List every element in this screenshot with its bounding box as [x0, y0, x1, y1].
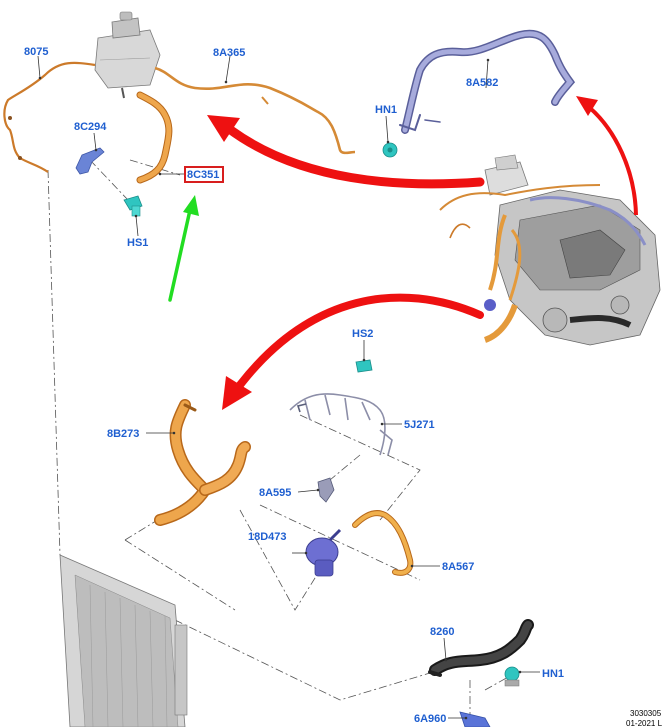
radiator [59, 554, 188, 727]
part-labels: 8075 8A365 8A582 HN1 8C294 8C351 HS1 HS2… [24, 46, 564, 725]
pump-18D473 [305, 528, 342, 577]
hose-8A365 [154, 66, 356, 155]
hose-8B273 [154, 399, 251, 526]
reference-code: 3030305 [630, 709, 662, 718]
label-18D473: 18D473 [248, 531, 287, 543]
green-arrow [168, 195, 199, 302]
label-HS1: HS1 [127, 237, 148, 249]
connector-8A595 [317, 477, 335, 503]
fastener-HS1 [123, 195, 143, 217]
hose-8075 [3, 61, 96, 173]
label-8A567: 8A567 [442, 561, 474, 573]
fastener-HN1-top [382, 142, 398, 158]
hose-8A567 [352, 510, 414, 576]
label-8C294: 8C294 [74, 121, 107, 133]
red-arrow-right [576, 96, 638, 216]
hose-8260 [428, 619, 534, 677]
red-arrow-middle [222, 293, 484, 410]
hose-8C351 [136, 91, 173, 184]
leader-lines [37, 55, 540, 720]
reference-date: 01-2021 L [626, 719, 663, 727]
label-8B273: 8B273 [107, 428, 139, 440]
label-HN1-top: HN1 [375, 104, 397, 116]
label-8075: 8075 [24, 46, 48, 58]
assembly-lines [47, 159, 511, 715]
label-HS2: HS2 [352, 328, 373, 340]
red-arrow-top [207, 115, 485, 189]
engine-assembly [439, 154, 661, 346]
fastener-HN1-bottom [504, 666, 520, 687]
highlight-box [184, 166, 224, 183]
fastener-HS2 [355, 359, 373, 373]
label-8C351: 8C351 [187, 169, 219, 181]
part-6A960 [459, 711, 491, 727]
label-8A582: 8A582 [466, 77, 498, 89]
label-8A595: 8A595 [259, 487, 291, 499]
label-6A960: 6A960 [414, 713, 446, 725]
label-8260: 8260 [430, 626, 454, 638]
coolant-reservoir [94, 11, 161, 99]
tube-8A582 [399, 29, 576, 134]
label-5J271: 5J271 [404, 419, 435, 431]
label-HN1-bottom: HN1 [542, 668, 564, 680]
bracket-8C294 [75, 147, 105, 175]
label-8A365: 8A365 [213, 47, 245, 59]
harness-5J271 [289, 393, 393, 456]
